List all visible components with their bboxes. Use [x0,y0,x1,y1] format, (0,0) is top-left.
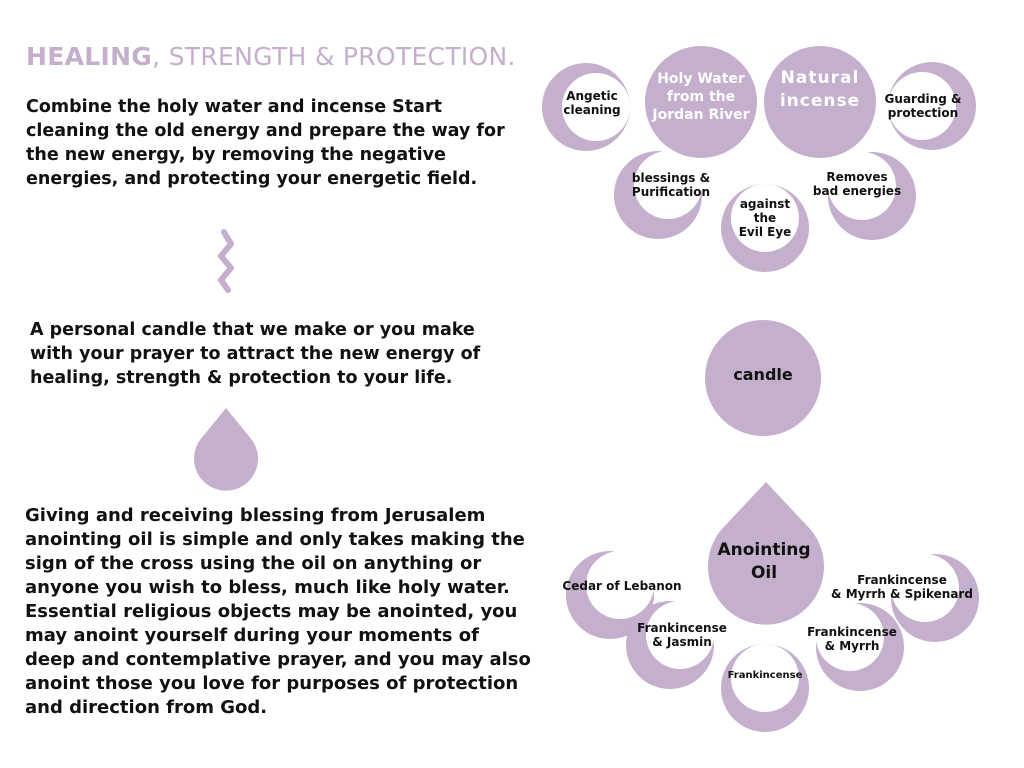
page-title: HEALING, STRENGTH & PROTECTION. [26,42,516,71]
frank-myrrh-spikenard-label: Frankincense& Myrrh & Spikenard [831,573,973,601]
guarding-label: Guarding &protection [884,92,962,120]
droplet-icon [194,408,258,491]
removes-crescent [828,152,916,240]
candle-circle [705,320,821,436]
blessings-label: blessings &Purification [631,171,711,199]
frankincense-label: Frankincense [727,670,803,681]
zigzag-icon [218,229,234,293]
evil-eye-crescent [721,184,809,272]
frank-jasmin-crescent [626,601,714,689]
frank-myrrh-crescent [816,603,904,691]
cedar-crescent [566,551,654,639]
blessings-crescent [614,151,702,239]
cedar-label: Cedar of Lebanon [562,579,682,593]
candle-label: candle [733,365,793,384]
holy-water-incense-paragraph: Combine the holy water and incense Start… [26,97,505,189]
anointing-oil-droplet [708,482,824,625]
guarding-crescent [888,62,976,150]
frank-myrrh-spikenard-crescent [891,554,979,642]
candle-paragraph: A personal candle that we make or you ma… [30,320,481,388]
frank-myrrh-label: Frankincense& Myrrh [807,625,897,653]
angetic-crescent [542,63,630,151]
holy-water-circle [645,46,757,158]
frankincense-crescent [721,644,809,732]
natural-incense-circle [764,46,876,158]
anointing-oil-paragraph: Giving and receiving blessing from Jerus… [25,505,531,718]
frank-jasmin-label: Frankincense& Jasmin [637,621,727,649]
